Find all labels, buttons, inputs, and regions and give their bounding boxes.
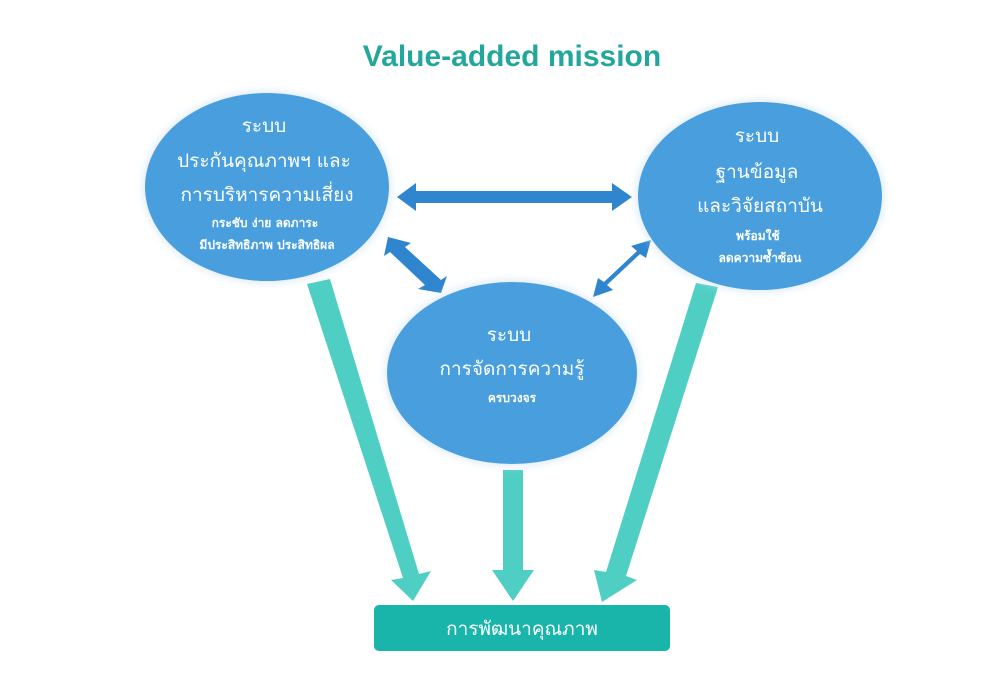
flow-arrow-database [594, 283, 718, 602]
flow-arrow-quality [307, 279, 431, 601]
diagram-title: Value-added mission [363, 40, 661, 73]
double-arrows [384, 183, 651, 297]
node-database-research: ระบบ ฐานข้อมูล และวิจัยสถาบัน พร้อมใช้ ล… [638, 102, 882, 290]
ellipse-quality-assurance [145, 93, 389, 281]
double-arrow-quality-database [397, 183, 632, 211]
flow-arrows [307, 279, 718, 602]
node-knowledge-management: ระบบ การจัดการความรู้ ครบวงจร [387, 282, 637, 464]
node-knowledge-detail: ครบวงจร [488, 391, 537, 405]
result-label: การพัฒนาคุณภาพ [446, 618, 598, 641]
ellipse-knowledge-management [387, 282, 637, 464]
node-quality-assurance: ระบบ ประกันคุณภาพฯ และ การบริหารความเสี่… [145, 93, 389, 281]
flow-arrow-knowledge [492, 470, 534, 601]
node-knowledge-heading: ระบบ การจัดการความรู้ [439, 324, 584, 380]
node-quality-detail: กระชับ ง่าย ลดภาระ มีประสิทธิภาพ ประสิทธ… [199, 216, 334, 252]
node-database-detail: พร้อมใช้ ลดความซ้ำซ้อน [719, 228, 803, 265]
node-quality-heading: ระบบ ประกันคุณภาพฯ และ การบริหารความเสี่… [177, 115, 357, 206]
ellipse-database-research [638, 102, 882, 290]
double-arrow-database-knowledge [593, 240, 651, 297]
double-arrow-quality-knowledge [384, 237, 447, 293]
result-box-rect [374, 605, 670, 651]
node-database-heading: ระบบ ฐานข้อมูล และวิจัยสถาบัน [697, 125, 823, 217]
result-box: การพัฒนาคุณภาพ [374, 605, 670, 651]
